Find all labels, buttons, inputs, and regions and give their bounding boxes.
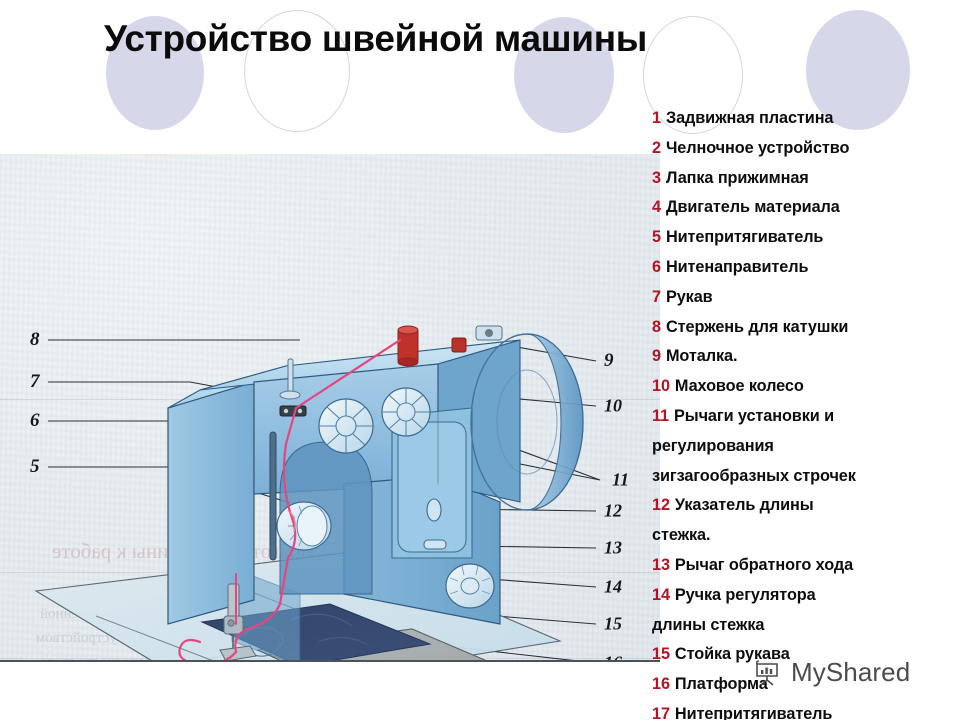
legend-number: 2: [652, 138, 661, 157]
legend-number: 3: [652, 168, 661, 187]
legend-label: длины стежка: [652, 615, 765, 634]
legend-number: 17: [652, 704, 670, 720]
callout-left-8: 8: [30, 329, 40, 350]
machine-artwork: [34, 325, 601, 660]
legend-label: Ручка регулятора: [674, 585, 816, 604]
circle-4: [643, 16, 743, 134]
callout-right-14: 14: [604, 576, 622, 597]
callout-right-10: 10: [604, 395, 622, 416]
callout-right-15: 15: [604, 613, 622, 634]
legend-number: 12: [652, 496, 670, 515]
legend-label: Лапка прижимная: [665, 168, 809, 187]
legend-number: 7: [652, 287, 661, 306]
legend-label: Маховое колесо: [674, 377, 804, 396]
legend-label: стежка.: [652, 526, 711, 545]
legend-number: 4: [652, 198, 661, 217]
legend-item-continuation: зигзагообразных строчек: [652, 462, 958, 492]
legend-number: 9: [652, 347, 661, 366]
legend-label: Задвижная пластина: [665, 109, 834, 127]
legend-label: Рычаги установки и: [674, 406, 835, 425]
circle-5: [806, 10, 910, 130]
callout-left-7: 7: [30, 371, 40, 392]
legend-number: 13: [652, 555, 670, 574]
legend-label: Указатель длины: [674, 496, 814, 515]
legend-item-continuation: длины стежка: [652, 611, 958, 641]
callout-right-13: 13: [604, 537, 622, 558]
page-title: Устройство швейной машины: [104, 18, 648, 59]
watermark-label: MyShared: [791, 657, 911, 687]
legend-number: 5: [652, 228, 661, 247]
callout-right-12: 12: [604, 500, 622, 521]
legend-number: 1: [652, 109, 661, 127]
legend-label: Моталка.: [665, 347, 738, 366]
legend-number: 11: [652, 406, 670, 425]
legend-label: Стержень для катушки: [665, 317, 849, 336]
callout-left-5: 5: [30, 456, 40, 477]
legend-number: 8: [652, 317, 661, 336]
callout-right-9: 9: [604, 350, 614, 371]
legend-label: зигзагообразных строчек: [652, 466, 856, 485]
presentation-chart-icon: [755, 659, 778, 686]
myshared-watermark: MyShared: [752, 657, 910, 688]
callout-right-16: 16: [604, 653, 622, 661]
legend-item-continuation: стежка.: [652, 521, 958, 551]
sewing-machine-diagram: Подготовка машины к работеПрежде чем при…: [0, 154, 660, 662]
legend-label: Двигатель материала: [665, 198, 840, 217]
circle-1: [106, 16, 204, 130]
circle-3: [514, 17, 614, 133]
legend-number: 16: [652, 675, 670, 694]
legend-label: Челночное устройство: [665, 138, 850, 157]
legend-label: Нитепритягиватель: [665, 228, 824, 247]
callout-left-6: 6: [30, 410, 40, 431]
legend-label: Стойка рукава: [674, 645, 790, 664]
callout-right-11: 11: [612, 469, 630, 490]
legend-label: Нитенаправитель: [665, 257, 809, 276]
legend-label: Нитепритягиватель: [674, 704, 833, 720]
legend-number: 15: [652, 645, 670, 664]
legend-label: Рычаг обратного хода: [674, 555, 854, 574]
legend-label: Рукав: [665, 287, 713, 306]
circle-2: [244, 10, 350, 132]
legend-label: регулирования: [652, 436, 774, 455]
legend-item-continuation: регулирования: [652, 432, 958, 462]
legend-number: 14: [652, 585, 670, 604]
legend-number: 6: [652, 257, 661, 276]
legend-number: 10: [652, 377, 670, 396]
legend-label: Платформа: [674, 675, 768, 694]
